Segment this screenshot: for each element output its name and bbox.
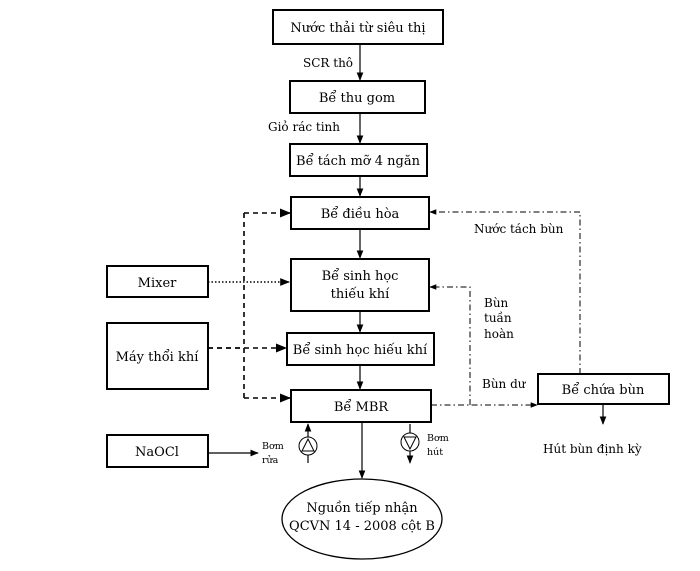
node-nguon-tiep-nhan: Nguồn tiếp nhận QCVN 14 - 2008 cột B (281, 478, 443, 560)
node-may-thoi-khi: Máy thổi khí (106, 322, 209, 390)
label-bun-du: Bùn dư (482, 377, 527, 391)
node-be-thu-gom-label: Bể thu gom (319, 90, 395, 106)
label-bom-rua-1: Bơm (262, 441, 284, 452)
node-mixer: Mixer (106, 265, 209, 298)
node-naocl: NaOCl (106, 434, 209, 468)
label-nuoc-tach-bun: Nước tách bùn (474, 222, 564, 236)
node-be-tach-mo: Bể tách mỡ 4 ngăn (289, 143, 428, 177)
label-bun-tuan-hoan-1: Bùn (484, 296, 509, 310)
label-bom-hut-2: hút (427, 447, 443, 458)
node-be-hieu-khi: Bể sinh học hiếu khí (286, 332, 435, 366)
node-be-tach-mo-label: Bể tách mỡ 4 ngăn (296, 153, 421, 169)
node-mixer-label: Mixer (138, 276, 177, 291)
node-be-thieu-khi-label-2: thiếu khí (331, 286, 391, 302)
node-may-thoi-khi-label: Máy thổi khí (116, 349, 200, 365)
node-nguon-label-2: QCVN 14 - 2008 cột B (289, 519, 435, 534)
bom-hut-pump-icon (400, 424, 420, 464)
label-gio-rac-tinh: Giỏ rác tinh (268, 120, 340, 134)
node-nuoc-thai: Nước thải từ siêu thị (272, 9, 444, 45)
label-hut-bun: Hút bùn định kỳ (543, 442, 642, 456)
node-be-chua-bun-label: Bể chứa bùn (562, 382, 645, 398)
label-bun-tuan-hoan-2: tuần (484, 310, 512, 325)
node-be-mbr: Bể MBR (290, 389, 432, 423)
label-scr-tho: SCR thô (303, 56, 353, 70)
node-be-dieu-hoa-label: Bể điều hòa (321, 206, 400, 222)
line-bun-tuan-hoan (429, 284, 471, 405)
label-bun-tuan-hoan-3: hoàn (484, 327, 514, 341)
node-be-chua-bun: Bể chứa bùn (537, 373, 670, 405)
node-be-thu-gom: Bể thu gom (289, 80, 426, 114)
node-be-mbr-label: Bể MBR (334, 399, 390, 415)
line-nuoc-tach-bun (429, 209, 581, 374)
node-be-thieu-khi-label-1: Bể sinh học (322, 268, 399, 284)
node-be-dieu-hoa: Bể điều hòa (290, 196, 430, 230)
node-nuoc-thai-label: Nước thải từ siêu thị (290, 21, 425, 36)
label-bom-hut-1: Bơm (427, 433, 449, 444)
node-be-thieu-khi: Bể sinh học thiếu khí (290, 258, 430, 312)
bom-rua-pump-icon (298, 423, 318, 463)
node-be-hieu-khi-label: Bể sinh học hiếu khí (293, 342, 428, 358)
node-nguon-label-1: Nguồn tiếp nhận (306, 500, 418, 516)
label-bom-rua-2: rửa (262, 455, 279, 466)
node-naocl-label: NaOCl (135, 445, 179, 460)
